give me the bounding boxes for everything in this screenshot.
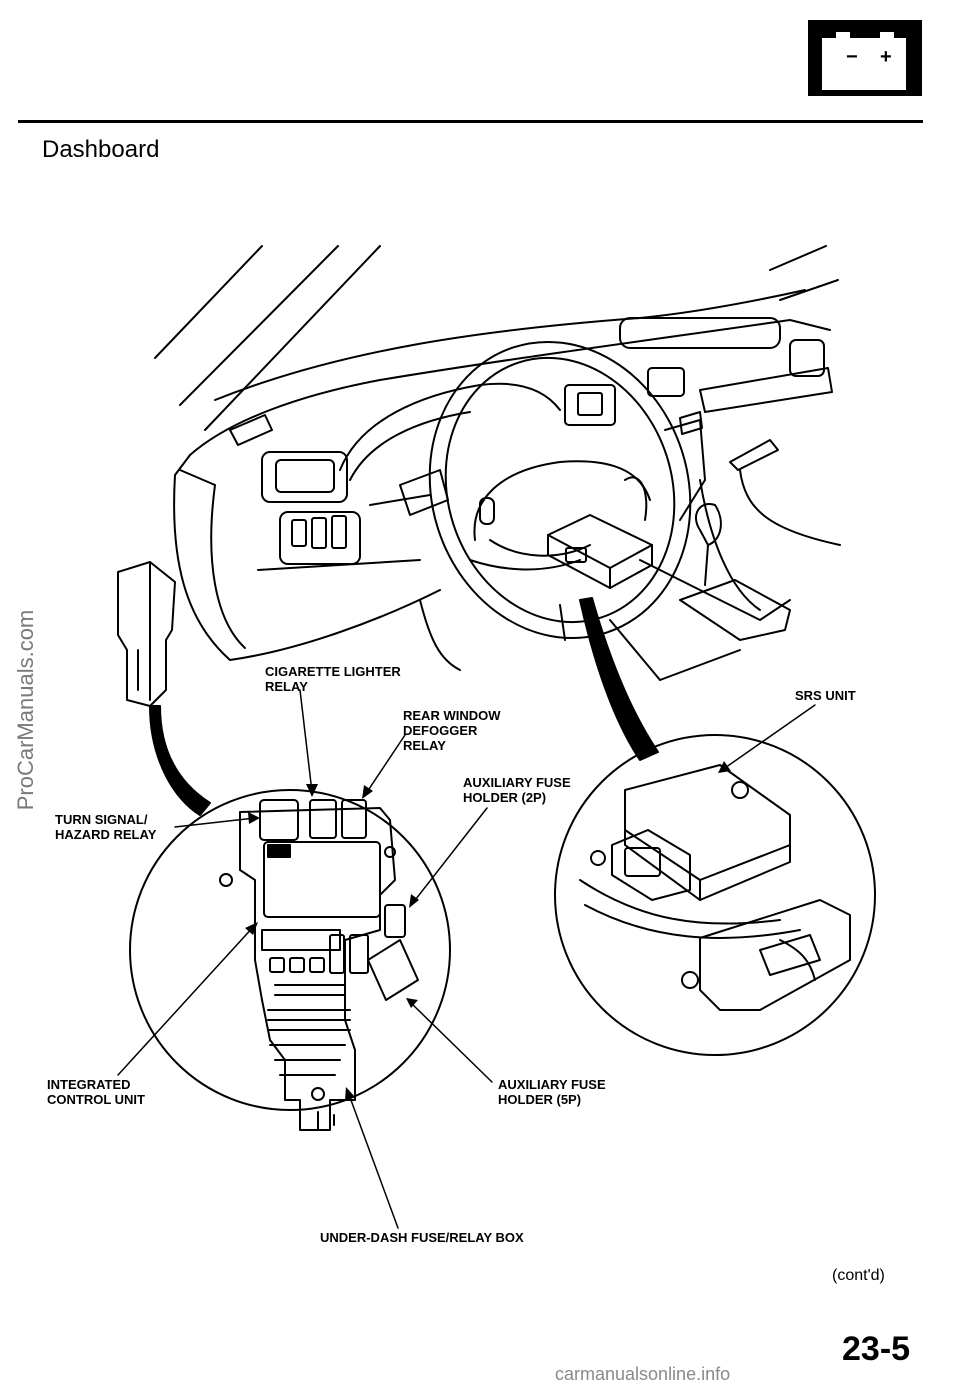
detail-circle-srs-unit xyxy=(554,734,876,1056)
label-aux-fuse-holder-5p: AUXILIARY FUSE HOLDER (5P) xyxy=(498,1077,606,1107)
srs-unit-small xyxy=(547,514,653,589)
battery-plus-sign: + xyxy=(880,46,892,68)
detail-circle-fuse-box xyxy=(129,789,451,1111)
label-cigarette-lighter-relay: CIGARETTE LIGHTER RELAY xyxy=(265,664,401,694)
callout-bands xyxy=(149,597,659,816)
label-aux-fuse-holder-2p: AUXILIARY FUSE HOLDER (2P) xyxy=(463,775,571,805)
label-integrated-control-unit: INTEGRATED CONTROL UNIT xyxy=(47,1077,145,1107)
windshield-outline xyxy=(154,245,839,431)
steering-wheel xyxy=(369,340,692,641)
page-heading: Dashboard xyxy=(42,136,160,163)
battery-cell: − + xyxy=(822,38,906,90)
connector-plug xyxy=(117,561,176,707)
header-rule xyxy=(18,120,923,123)
fuse-relay-box xyxy=(219,799,419,1131)
battery-icon: − + xyxy=(808,20,922,96)
srs-unit-detail xyxy=(579,764,851,1011)
battery-minus-sign: − xyxy=(846,46,858,68)
label-under-dash-fuse-relay-box: UNDER-DASH FUSE/RELAY BOX xyxy=(320,1230,524,1245)
label-srs-unit: SRS UNIT xyxy=(795,688,856,703)
label-rear-window-defogger-relay: REAR WINDOW DEFOGGER RELAY xyxy=(403,708,501,753)
page-number: 23-5 xyxy=(842,1330,911,1368)
label-turn-signal-hazard-relay: TURN SIGNAL/ HAZARD RELAY xyxy=(55,812,157,842)
battery-terminal-positive xyxy=(880,32,894,40)
leader-lines xyxy=(117,689,816,1229)
continued-note: (cont'd) xyxy=(832,1267,885,1284)
arrowheads xyxy=(245,761,731,1100)
battery-terminal-negative xyxy=(836,32,850,40)
dashboard-body xyxy=(173,289,841,681)
footer-watermark: carmanualsonline.info xyxy=(555,1364,731,1384)
